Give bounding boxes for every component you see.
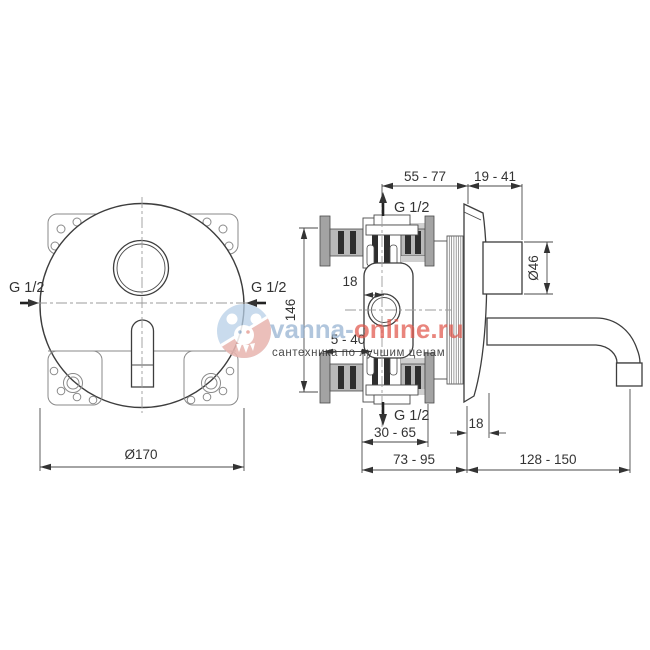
dim-wall-range-text: 5 - 40 [331, 332, 366, 347]
thread-label-right: G 1/2 [246, 280, 286, 307]
dim-spout-reach-text: 128 - 150 [519, 452, 576, 467]
dim-total-depth-73-95: 73 - 95 [362, 452, 467, 474]
mounting-plate-bottom-right [183, 350, 239, 406]
dim-spout-reach-128-150: 128 - 150 [467, 389, 631, 474]
dim-wall-range-5-40: 5 - 40 [323, 332, 372, 355]
front-view: G 1/2 G 1/2 Ø170 [9, 197, 286, 471]
dim-bottom-span-text: 30 - 65 [374, 425, 416, 440]
inlet-fitting-top [365, 214, 419, 236]
watermark: vanna-online.ru сантехника по лучшим цен… [217, 304, 464, 359]
thread-top-text: G 1/2 [394, 200, 429, 216]
watermark-logo [217, 304, 271, 358]
wall-thread-sleeve [433, 235, 464, 385]
dim-total-depth-text: 73 - 95 [393, 452, 435, 467]
escutcheon-flange [463, 202, 488, 404]
spout-front [130, 319, 155, 388]
arrow-down-icon [379, 414, 387, 426]
dim-diameter-text: Ø170 [124, 447, 157, 462]
thread-bottom-text: G 1/2 [394, 408, 429, 424]
dim-center-offset-18: 18 [342, 274, 384, 298]
arrow-up-icon [379, 192, 387, 203]
dim-depth-body-55-77: 55 - 77 [381, 169, 469, 204]
watermark-tagline: сантехника по лучшим ценам [272, 347, 445, 359]
sensor-housing [482, 241, 523, 295]
dim-depth-body-text: 55 - 77 [404, 169, 446, 184]
dim-flange-depth-18: 18 [450, 393, 506, 473]
dim-sensor-diameter-46: Ø46 [524, 241, 553, 295]
dim-flange-depth-text: 18 [468, 416, 483, 431]
side-view: 55 - 77 19 - 41 G 1/2 Ø46 [283, 169, 643, 474]
sensor-window [112, 239, 170, 297]
thread-left-text: G 1/2 [9, 280, 44, 296]
mounting-plate-bottom-left [47, 350, 103, 406]
arrow-left-icon [246, 299, 257, 307]
dim-height-146: 146 [283, 227, 318, 393]
dim-sensor-diameter-text: Ø46 [526, 255, 541, 281]
thread-label-top: G 1/2 [379, 192, 429, 216]
watermark-mascot-icon [226, 313, 262, 353]
inlet-fitting-bottom [365, 384, 419, 405]
dim-diameter-170: Ø170 [39, 408, 245, 471]
dim-depth-sensor-19-41: 19 - 41 [468, 169, 523, 240]
watermark-brand-blue: vanna- [270, 314, 354, 344]
arrow-right-icon [28, 299, 39, 307]
watermark-brand: vanna-online.ru [270, 314, 464, 344]
aerator [615, 362, 643, 387]
spout-side [486, 317, 643, 387]
dim-depth-sensor-text: 19 - 41 [474, 169, 516, 184]
valve-body [363, 262, 414, 359]
dim-center-offset-text: 18 [342, 274, 357, 289]
dim-height-text: 146 [283, 299, 298, 322]
dim-bottom-span-30-65: 30 - 65 [361, 404, 429, 473]
watermark-brand-red: online.ru [354, 314, 464, 344]
thread-right-text: G 1/2 [251, 280, 286, 296]
thread-label-bottom: G 1/2 [379, 402, 429, 426]
thread-label-left: G 1/2 [9, 280, 44, 307]
